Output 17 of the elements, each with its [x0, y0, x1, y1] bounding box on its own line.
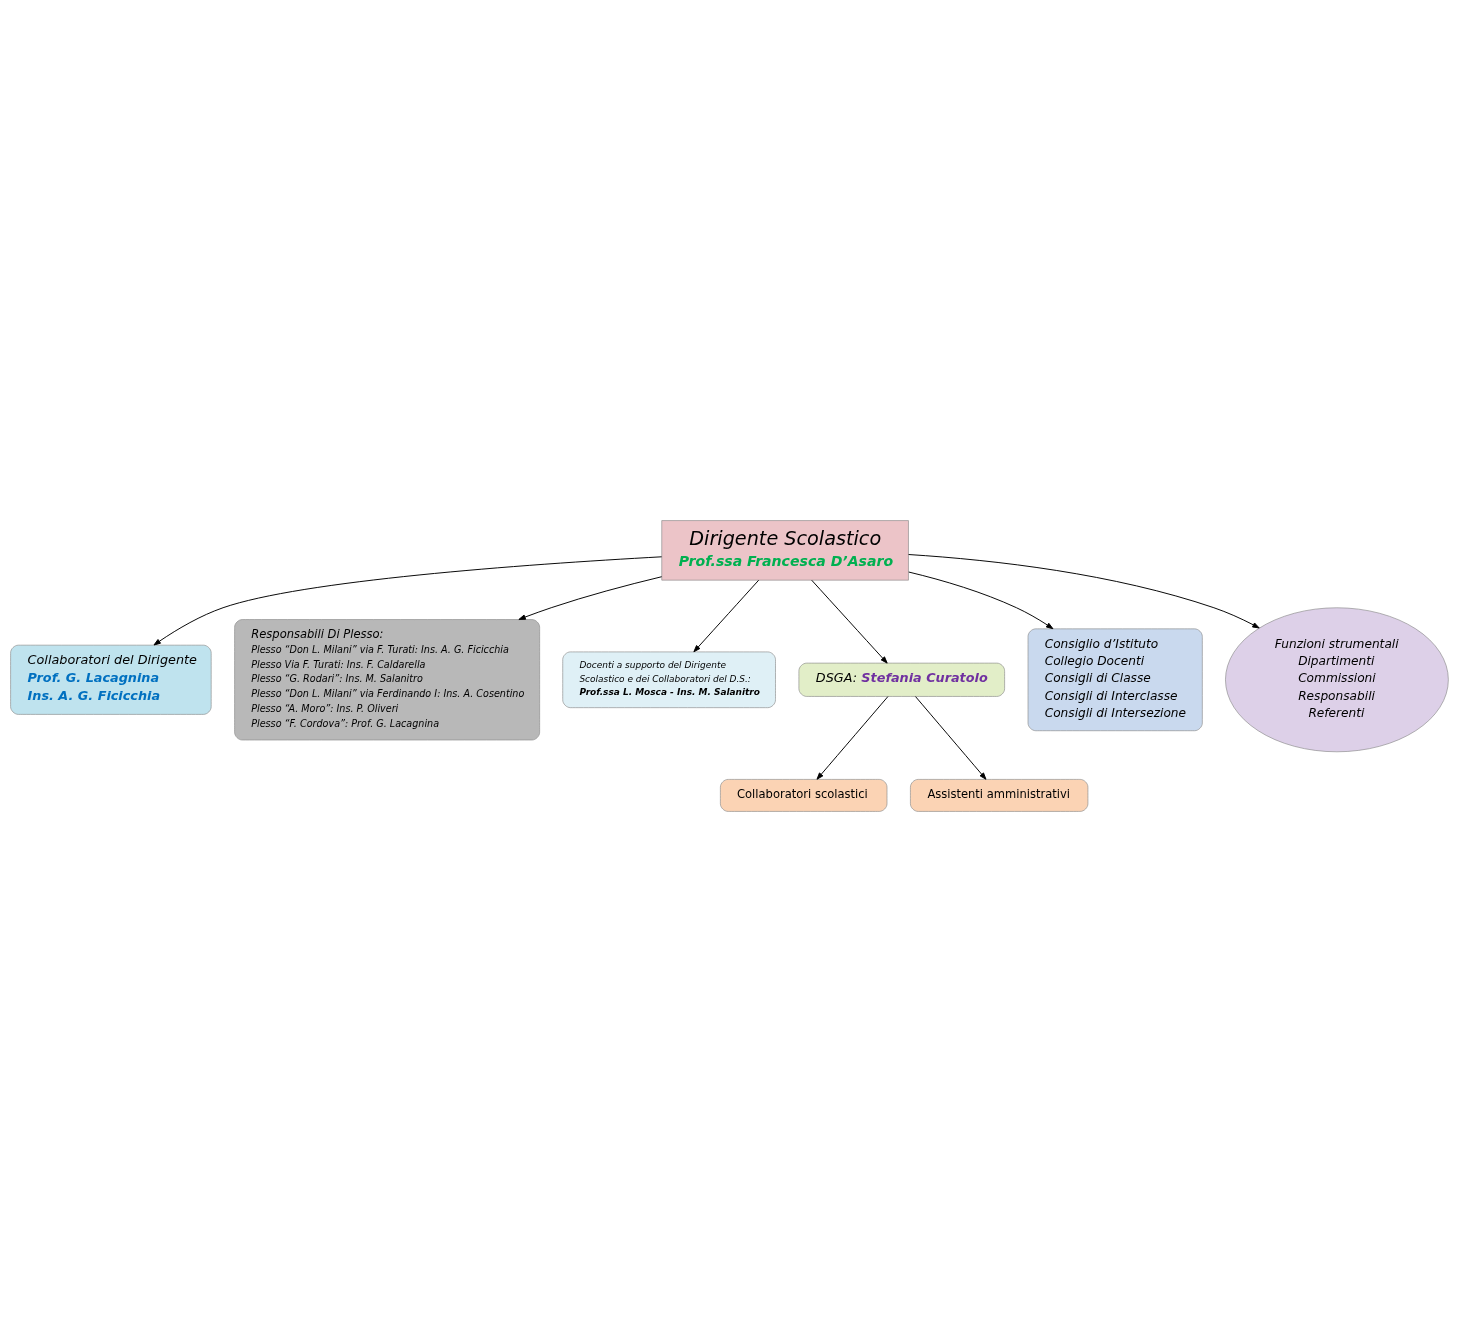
node-box: DSGA: Stefania Curatolo — [798, 662, 1005, 697]
arrow — [518, 575, 663, 620]
node-box: Responsabili Di Plesso: Plesso “Don L. Milani” via F. Turati: Ins. A. G. Ficicchia Plesso Via F. Turati: Ins. F. Caldarella Plesso “G. Rodari”: Ins. M. Salanitro Plesso “Don L. Milani” via Ferdinando I: Ins. A. Cosentino Plesso “A. Moro”: Ins. P. Oliveri Plesso “F. Cordova”: Prof. G. Lacagnina — [234, 618, 540, 740]
node-box: Docenti a supporto del Dirigente Scolastico e dei Collaboratori del D.S.: Prof.ssa L. Mosca - Ins. M. Salanitro — [562, 651, 776, 708]
node-box: Consiglio d’Istituto Collegio Docenti Consigli di Classe Consigli di Interclasse Consigli di Intersezione — [1027, 628, 1203, 731]
node-ellipse: Funzioni strumentali Dipartimenti Commissioni Responsabili Referenti — [1225, 606, 1449, 752]
node-box: Collaboratori scolastici — [720, 778, 888, 812]
arrow — [811, 579, 888, 664]
arrow — [693, 579, 760, 652]
node-box: Assistenti amministrativi — [910, 778, 1089, 812]
node-box: Collaboratori del Dirigente Prof. G. Lacagnina Ins. A. G. Ficicchia — [10, 644, 212, 715]
arrow — [908, 553, 1260, 628]
arrow — [153, 555, 663, 645]
arrow — [915, 695, 987, 780]
arrow — [908, 571, 1054, 629]
node-box: Dirigente Scolastico Prof.ssa Francesca D’Asaro — [661, 519, 909, 580]
arrow — [816, 695, 889, 780]
